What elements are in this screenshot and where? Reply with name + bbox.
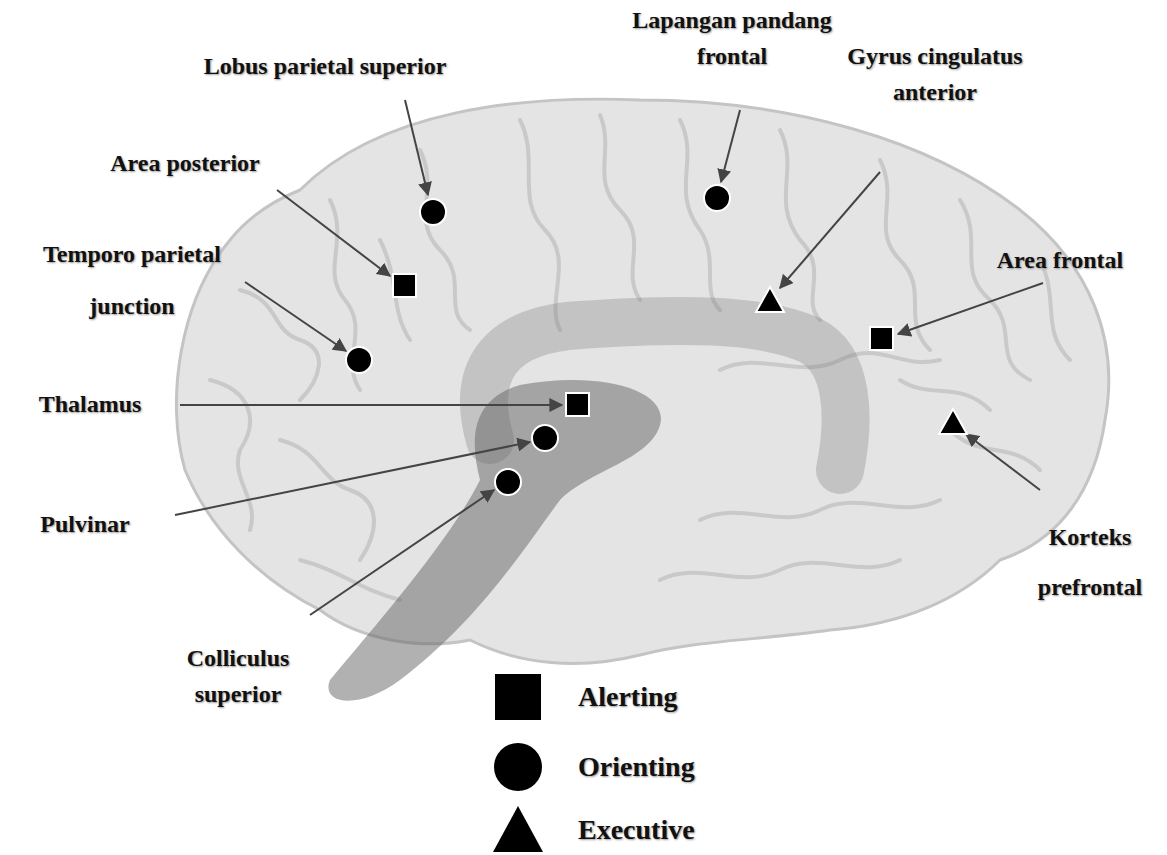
region-label: Colliculus superior [158, 640, 318, 712]
legend-text: Executive [578, 813, 695, 847]
leader-lines [175, 100, 1043, 615]
region-label: Area posterior [75, 145, 295, 181]
brain-outline [176, 99, 1108, 663]
legend-samples [493, 674, 543, 852]
region-markers [346, 185, 967, 495]
region-label: Gyrus cingulatus anterior [828, 38, 1043, 110]
legend-text: Alerting [578, 680, 678, 714]
gyri [210, 115, 1070, 600]
region-label: Temporo parietal junction [17, 228, 247, 332]
region-label: Lobus parietal superior [165, 48, 485, 84]
region-label: Korteks prefrontal [1025, 512, 1155, 612]
region-label: Area frontal [980, 242, 1140, 278]
brainstem [328, 380, 661, 701]
region-label: Pulvinar [15, 506, 155, 542]
region-label: Thalamus [15, 386, 165, 422]
region-label: Lapangan pandang frontal [617, 2, 847, 74]
legend-text: Orienting [578, 750, 695, 784]
